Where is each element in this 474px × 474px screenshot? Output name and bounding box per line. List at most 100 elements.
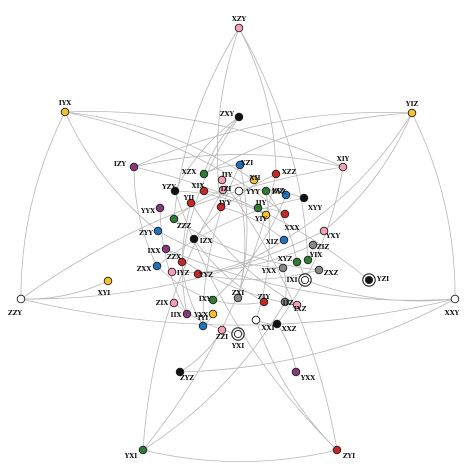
node-xxx[interactable] bbox=[280, 209, 290, 219]
node-yyx[interactable] bbox=[155, 203, 165, 213]
node-zyz[interactable] bbox=[281, 190, 291, 200]
node-ixi[interactable] bbox=[300, 275, 310, 285]
node-yxi[interactable] bbox=[233, 329, 243, 339]
edge-iyx-xiy bbox=[64, 111, 344, 168]
node-izx[interactable] bbox=[189, 234, 199, 244]
edge-xyy-zxx bbox=[156, 197, 305, 267]
edge-xzi-zxi bbox=[237, 164, 248, 299]
node-yix[interactable] bbox=[303, 255, 313, 265]
edge-iyx-xii bbox=[64, 111, 255, 181]
node-xxy[interactable] bbox=[450, 294, 460, 304]
node-zzz[interactable] bbox=[169, 214, 179, 224]
node-label-yyx: YYX bbox=[140, 207, 155, 215]
node-ixx[interactable] bbox=[161, 244, 171, 254]
node-xzi[interactable] bbox=[235, 160, 245, 170]
node-izi[interactable] bbox=[218, 185, 228, 195]
node-yii[interactable] bbox=[186, 198, 196, 208]
node-iiy2[interactable] bbox=[253, 203, 263, 213]
node-label-iiz: IIZ bbox=[283, 299, 294, 307]
node-label-yxx2: YXX bbox=[300, 374, 316, 382]
node-xyy[interactable] bbox=[299, 193, 309, 203]
node-zxy[interactable] bbox=[234, 112, 244, 122]
node-label-xzi: XZI bbox=[241, 159, 254, 167]
node-zxz[interactable] bbox=[314, 265, 324, 275]
node-label-yyz: YYZ bbox=[198, 271, 213, 279]
node-label-ixx: IXX bbox=[148, 247, 161, 255]
node-iiy[interactable] bbox=[217, 175, 227, 185]
node-xiz[interactable] bbox=[279, 235, 289, 245]
edge-yxi2-izi bbox=[142, 189, 224, 451]
node-label-zzz: ZZZ bbox=[177, 222, 191, 230]
node-yzi[interactable] bbox=[364, 275, 374, 285]
node-label-iyi: IYI bbox=[198, 314, 209, 322]
node-xii[interactable] bbox=[249, 175, 259, 185]
node-xiy[interactable] bbox=[338, 162, 348, 172]
node-zix[interactable] bbox=[169, 298, 179, 308]
node-yiy[interactable] bbox=[261, 210, 271, 220]
node-label-xii: XII bbox=[250, 174, 261, 182]
node-zyi[interactable] bbox=[332, 445, 342, 455]
edge-xiy-zzy bbox=[20, 166, 344, 300]
node-ziz[interactable] bbox=[308, 240, 318, 250]
node-xxi[interactable] bbox=[251, 315, 261, 325]
node-zxx[interactable] bbox=[152, 261, 162, 271]
edge-zyy-yxx bbox=[157, 230, 284, 269]
node-zyz2[interactable] bbox=[175, 367, 185, 377]
node-yyx2[interactable] bbox=[208, 309, 218, 319]
node-iix[interactable] bbox=[182, 309, 192, 319]
node-yxx[interactable] bbox=[278, 263, 288, 273]
node-xzz[interactable] bbox=[271, 169, 281, 179]
node-xyz[interactable] bbox=[292, 257, 302, 267]
node-label-xzz: XZZ bbox=[282, 168, 297, 176]
node-iyx[interactable] bbox=[60, 107, 70, 117]
node-yxx2[interactable] bbox=[291, 367, 301, 377]
node-label-zxz: ZXZ bbox=[324, 269, 339, 277]
edge-xiy-xxz bbox=[276, 166, 344, 325]
node-yyz[interactable] bbox=[193, 269, 203, 279]
node-xyi[interactable] bbox=[103, 276, 113, 286]
node-zyy[interactable] bbox=[153, 226, 163, 236]
node-label-xix: XIX bbox=[192, 182, 205, 190]
node-label-xxy: XXY bbox=[445, 309, 460, 317]
node-yyy[interactable] bbox=[234, 186, 244, 196]
edge-yii-iiz bbox=[190, 202, 298, 306]
node-xxz[interactable] bbox=[272, 319, 282, 329]
node-ixz[interactable] bbox=[280, 297, 290, 307]
node-zzx[interactable] bbox=[177, 257, 187, 267]
node-label-zyi: ZYI bbox=[343, 452, 355, 460]
node-label-zxy: ZXY bbox=[220, 110, 235, 118]
node-iyz[interactable] bbox=[167, 267, 177, 277]
node-label-zyy: ZYY bbox=[139, 229, 153, 237]
edge-zzz-zxz bbox=[173, 218, 320, 271]
edge-yiz-xxy bbox=[411, 112, 456, 300]
edge-iyy-xiz bbox=[220, 206, 285, 241]
edge-yyx-iix bbox=[159, 207, 188, 315]
node-ring-yzi bbox=[362, 273, 376, 287]
node-yxi2[interactable] bbox=[138, 445, 148, 455]
edge-yiz-izy bbox=[133, 112, 413, 168]
edge-yiz-yxy bbox=[323, 112, 413, 232]
node-zxi[interactable] bbox=[233, 293, 243, 303]
node-izy[interactable] bbox=[129, 162, 139, 172]
node-iyy[interactable] bbox=[216, 202, 226, 212]
edge-xzy-yix bbox=[238, 27, 309, 261]
node-label-xiz: XIZ bbox=[266, 238, 279, 246]
edge-xix-yiy bbox=[203, 190, 267, 216]
node-xix[interactable] bbox=[199, 186, 209, 196]
node-zzi[interactable] bbox=[217, 325, 227, 335]
node-iyi[interactable] bbox=[198, 321, 208, 331]
node-ziy[interactable] bbox=[259, 297, 269, 307]
node-label-yzi: YZI bbox=[376, 275, 389, 283]
node-xzx[interactable] bbox=[199, 169, 209, 179]
node-zzy[interactable] bbox=[16, 294, 26, 304]
node-ixy[interactable] bbox=[208, 295, 218, 305]
node-yzy[interactable] bbox=[170, 186, 180, 196]
node-yiz[interactable] bbox=[407, 108, 417, 118]
node-iiz[interactable] bbox=[292, 300, 302, 310]
edge-xxz-yxx2 bbox=[276, 323, 297, 373]
node-label-xyy: XYY bbox=[308, 204, 323, 212]
node-izz[interactable] bbox=[261, 186, 271, 196]
node-yxy[interactable] bbox=[319, 226, 329, 236]
node-label-xiy: XIY bbox=[337, 155, 350, 163]
node-xzy[interactable] bbox=[234, 23, 244, 33]
